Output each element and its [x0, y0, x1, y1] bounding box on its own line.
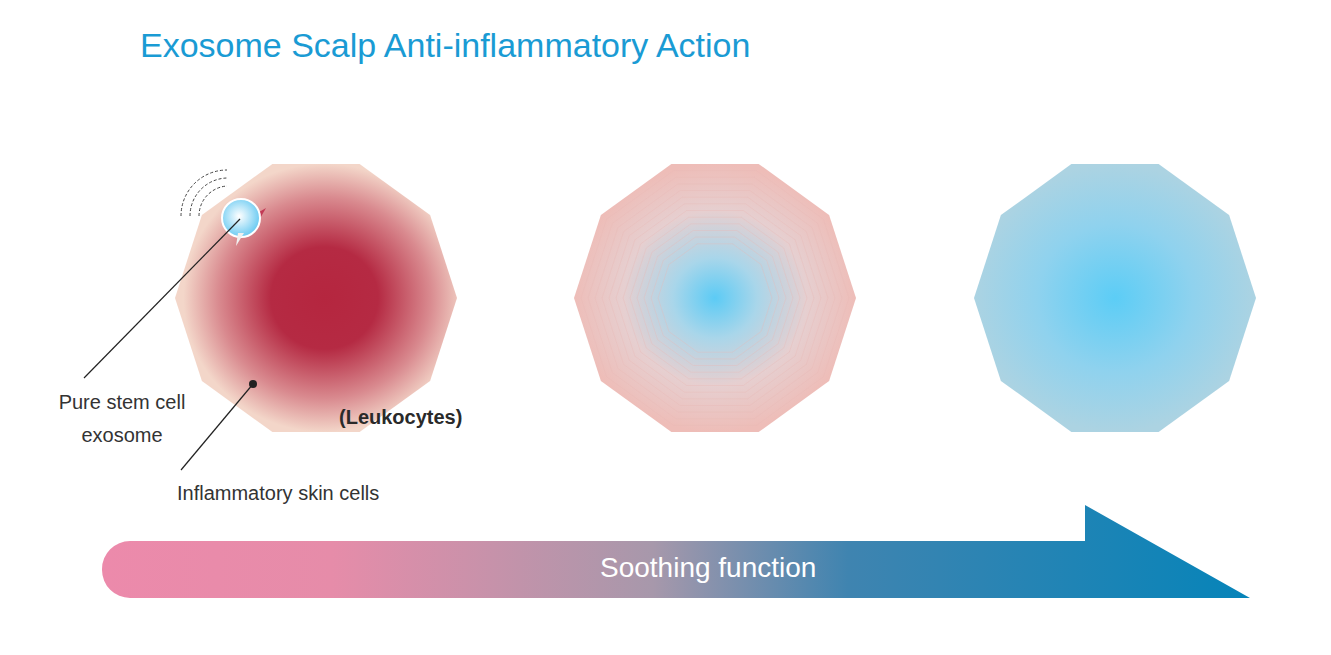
callout-label: Inflammatory skin cells	[177, 482, 379, 505]
exosome-notch	[236, 233, 244, 246]
ring-texture	[644, 231, 786, 366]
ring-texture	[609, 197, 821, 399]
ring-texture	[588, 177, 842, 419]
ring-texture	[602, 191, 828, 406]
arrow-shape	[102, 504, 1252, 599]
signal-arcs	[181, 170, 227, 216]
ring-texture	[581, 171, 849, 426]
inflamed-cell: (Leukocytes)	[175, 157, 457, 439]
cell-label: (Leukocytes)	[339, 406, 462, 429]
ring-texture	[658, 244, 772, 352]
ring-texture	[623, 211, 807, 386]
arrow-label: Soothing function	[600, 552, 816, 584]
leader-line	[181, 384, 253, 470]
callout-label: Pure stem cell exosome	[34, 386, 210, 452]
ring-texture	[630, 217, 800, 379]
ring-texture	[616, 204, 814, 392]
ring-texture	[637, 224, 793, 372]
cell-outline	[175, 157, 457, 439]
title: Exosome Scalp Anti-inflammatory Action	[140, 26, 750, 65]
ring-texture	[651, 237, 779, 359]
soothing-cell	[574, 164, 856, 432]
ring-texture	[595, 184, 835, 412]
process-arrow: Soothing function	[102, 504, 1252, 599]
healthy-cell	[974, 164, 1256, 432]
leader-line	[84, 219, 240, 378]
